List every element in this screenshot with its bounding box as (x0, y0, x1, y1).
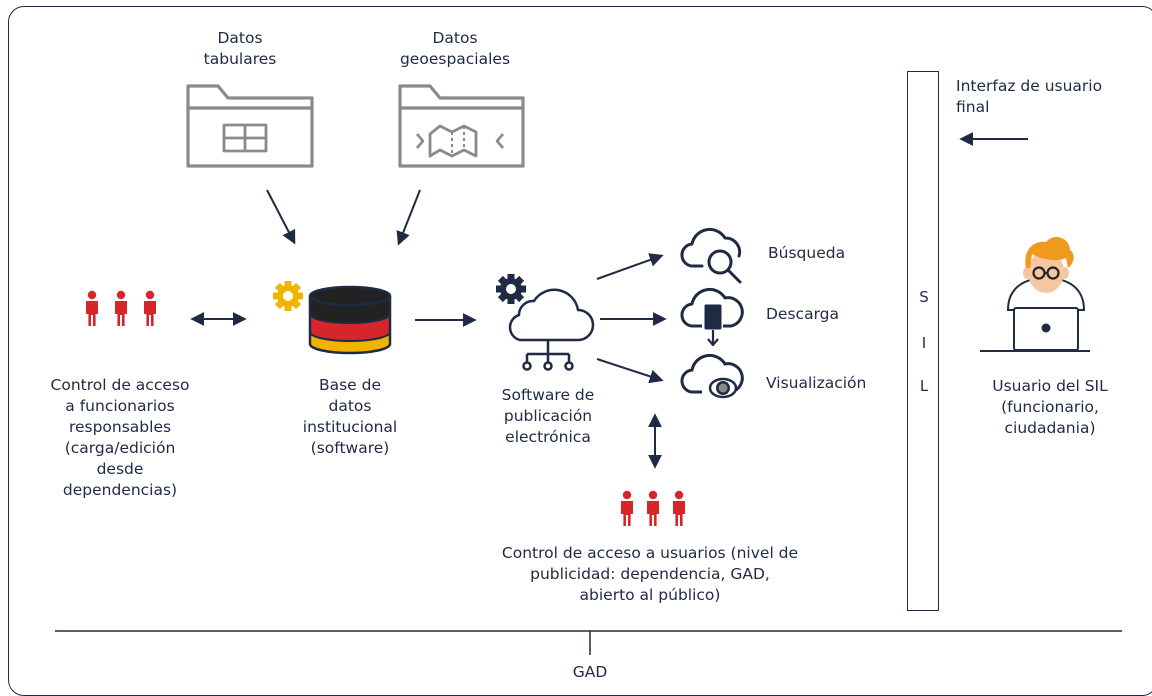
sil-letter: S (919, 288, 929, 306)
cloud-network-icon (508, 288, 595, 371)
gad-label: GAD (572, 663, 608, 681)
people-icon (621, 490, 685, 526)
database-icon (308, 285, 392, 355)
control-usuarios-label: Control de acceso a usuarios (nivel de p… (501, 544, 799, 604)
sil-letter: L (919, 377, 929, 395)
folder-table-icon (186, 84, 314, 168)
control-funcionarios-label: Control de acceso a funcionarios respons… (50, 376, 190, 499)
descarga-label: Descarga (766, 305, 840, 323)
folder-map-icon (398, 84, 525, 168)
gear-icon (273, 281, 303, 311)
cloud-search-icon (680, 228, 742, 284)
sil-bar: S I L (907, 71, 939, 611)
sil-letter: I (921, 334, 927, 352)
user-laptop-icon (980, 236, 1090, 352)
usuario-label: Usuario del SIL (funcionario, ciudadania… (992, 377, 1108, 437)
cloud-eye-icon (680, 354, 744, 399)
gear-icon (496, 274, 526, 304)
interface-label: Interfaz de usuario final (956, 77, 1103, 116)
cloud-download-icon (680, 288, 744, 347)
software-label: Software de publicación electrónica (501, 386, 595, 446)
tabular-data-label: Datos tabulares (203, 29, 277, 68)
database-label: Base de datos institucional (software) (302, 376, 398, 457)
visualizacion-label: Visualización (766, 374, 867, 392)
geo-data-label: Datos geoespaciales (399, 29, 511, 68)
people-icon (86, 290, 156, 326)
busqueda-label: Búsqueda (768, 244, 846, 262)
